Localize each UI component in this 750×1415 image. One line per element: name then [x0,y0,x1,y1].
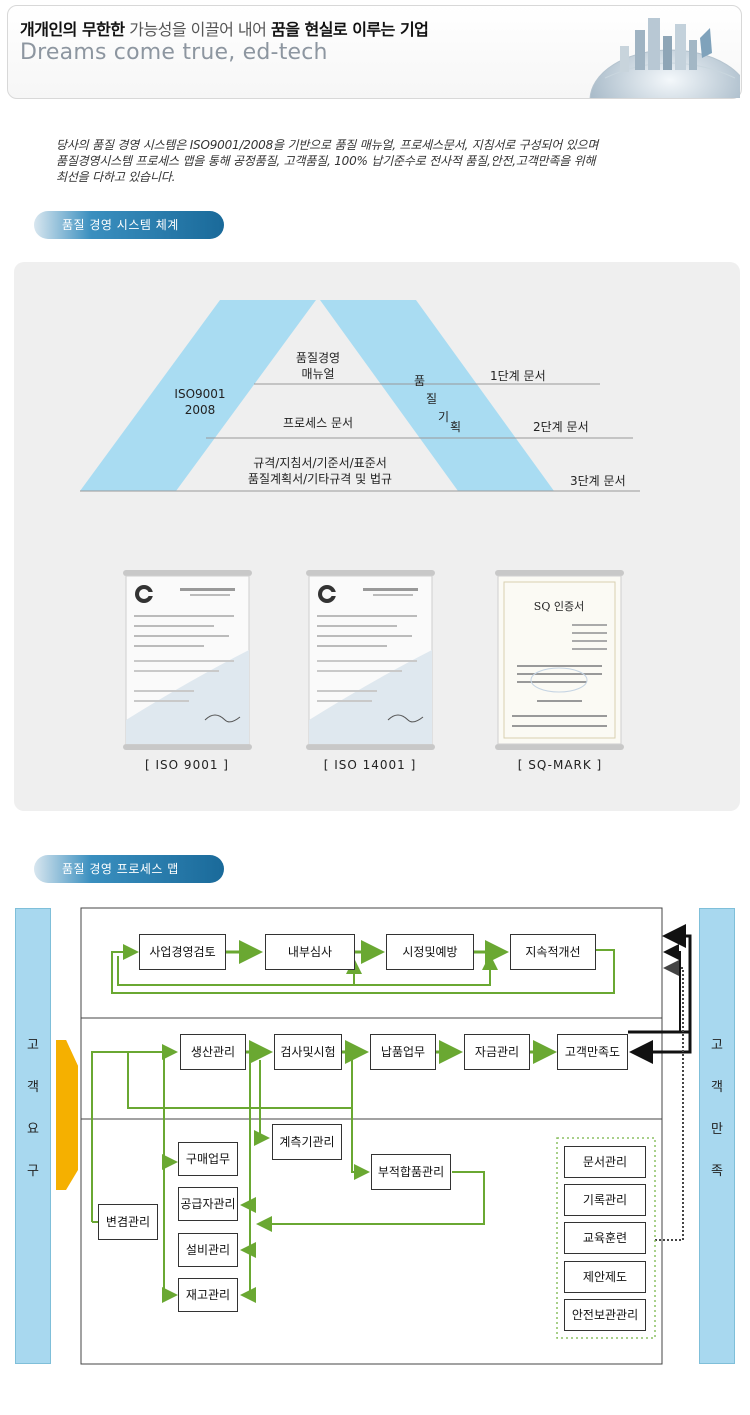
iso-label: ISO9001 2008 [174,387,226,417]
iso9001-certificate-image [123,570,252,750]
quality-plan-char-3: 기 [438,410,450,424]
customer-satisfaction-bar [699,908,735,1364]
box-record-control: 기록관리 [564,1184,646,1216]
box-inspection: 검사및시험 [274,1034,342,1070]
box-management-review: 사업경영검토 [139,934,226,970]
section-title-system: 품질 경영 시스템 체계 [34,211,224,239]
box-customer-satisfaction: 고객만족도 [557,1034,628,1070]
customer-sat-char-4: 족 [711,1164,723,1179]
doc-level-1: 1단계 문서 [490,369,546,383]
customer-req-char-4: 구 [27,1164,39,1179]
box-delivery: 납품업무 [370,1034,436,1070]
level1-label: 품질경영 매뉴얼 [295,351,341,381]
doc-level-2: 2단계 문서 [533,420,589,434]
box-equipment-management: 설비관리 [178,1233,238,1267]
box-measurement-equipment: 계측기관리 [272,1124,342,1160]
quality-plan-char-2: 질 [426,392,438,406]
sq-certificate-title: SQ 인증서 [534,600,584,613]
level3-label: 규격/지침서/기준서/표준서 품질계획서/기타규격 및 법규 [247,456,393,486]
box-safety-storage: 안전보관관리 [564,1299,646,1331]
box-purchasing: 구매업무 [178,1142,238,1176]
box-continuous-improvement: 지속적개선 [510,934,596,970]
sq-certificate-image: SQ 인증서 [495,570,624,750]
box-suggestion-system: 제안제도 [564,1261,646,1293]
customer-sat-char-3: 만 [711,1122,723,1137]
globe-city-icon [589,18,740,98]
box-finance: 자금관리 [464,1034,530,1070]
box-nonconforming-product: 부적합품관리 [371,1154,451,1190]
section-title-process-map: 품질 경영 프로세스 맵 [34,855,224,883]
customer-req-char-1: 고 [27,1038,39,1053]
doc-level-3: 3단계 문서 [570,474,626,488]
customer-sat-char-2: 객 [711,1080,723,1095]
customer-requirement-bar [15,908,51,1364]
customer-req-char-3: 요 [27,1122,39,1137]
process-map-connectors [56,907,692,1365]
customer-sat-char-1: 고 [711,1038,723,1053]
box-production: 생산관리 [180,1034,246,1070]
box-inventory-management: 재고관리 [178,1278,238,1312]
cert-label-iso9001: [ ISO 9001 ] [145,758,229,772]
cert-label-iso14001: [ ISO 14001 ] [323,758,417,772]
box-document-control: 문서관리 [564,1146,646,1178]
quality-plan-char-4: 획 [450,420,462,434]
quality-plan-char-1: 품 [414,374,426,388]
slogan-english: Dreams come true, ed-tech [20,40,328,65]
level2-label: 프로세스 문서 [282,416,354,430]
intro-paragraph: 당사의 품질 경영 시스템은 ISO9001/2008을 기반으로 품질 매뉴얼… [56,138,599,184]
quality-system-pyramid [80,300,640,492]
cert-label-sqmark: [ SQ-MARK ] [517,758,603,772]
box-change-management: 변겸관리 [98,1204,158,1240]
box-supplier-management: 공급자관리 [178,1187,238,1221]
box-training: 교육훈련 [564,1222,646,1254]
slogan-korean: 개개인의 무한한 가능성을 이끌어 내어 꿈을 현실로 이루는 기업 [20,20,429,39]
box-corrective-preventive: 시정및예방 [386,934,474,970]
iso14001-certificate-image [306,570,435,750]
box-internal-audit: 내부심사 [265,934,355,970]
customer-req-char-2: 객 [27,1080,39,1095]
